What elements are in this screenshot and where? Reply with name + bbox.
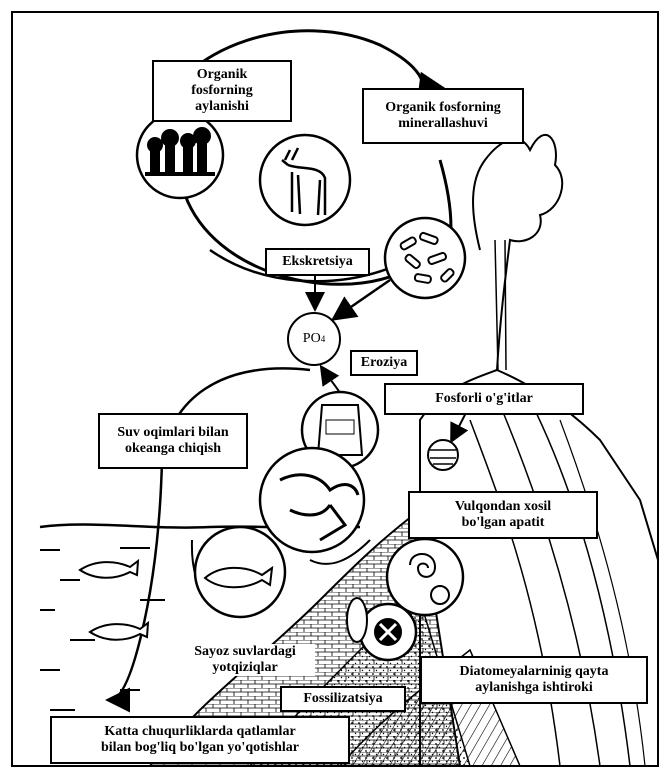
excretion-label: Ekskretsiya [265,248,370,276]
bird-icon [258,446,366,554]
volcanic-apatite-label: Vulqondan xosil bo'lgan apatit [408,491,598,539]
bacteria-icon [383,216,467,300]
deer-icon [258,133,352,227]
fish-icon [78,525,287,641]
fertilizers-label: Fosforli o'g'itlar [384,383,584,415]
fossil-icon [346,597,418,662]
diatom-icon [385,537,465,617]
ocean-outflow-label: Suv oqimlari bilan okeanga chiqish [98,413,248,469]
diatoms-label: Diatomeyalarninig qayta aylanishga ishti… [420,656,648,704]
shallow-sediments-label: Sayoz suvlardagi yotqiziqlar [175,644,315,676]
organic-cycle-label: Organik fosforning aylanishi [152,60,292,122]
deep-losses-label: Katta chuqurliklarda qatlamlar bilan bog… [50,716,350,764]
erosion-label: Eroziya [350,350,418,376]
fossilization-label: Fossilizatsiya [280,686,406,712]
trees-icon [135,110,225,200]
mineralization-label: Organik fosforning minerallashuvi [362,88,524,144]
apatite-icon [427,439,459,471]
